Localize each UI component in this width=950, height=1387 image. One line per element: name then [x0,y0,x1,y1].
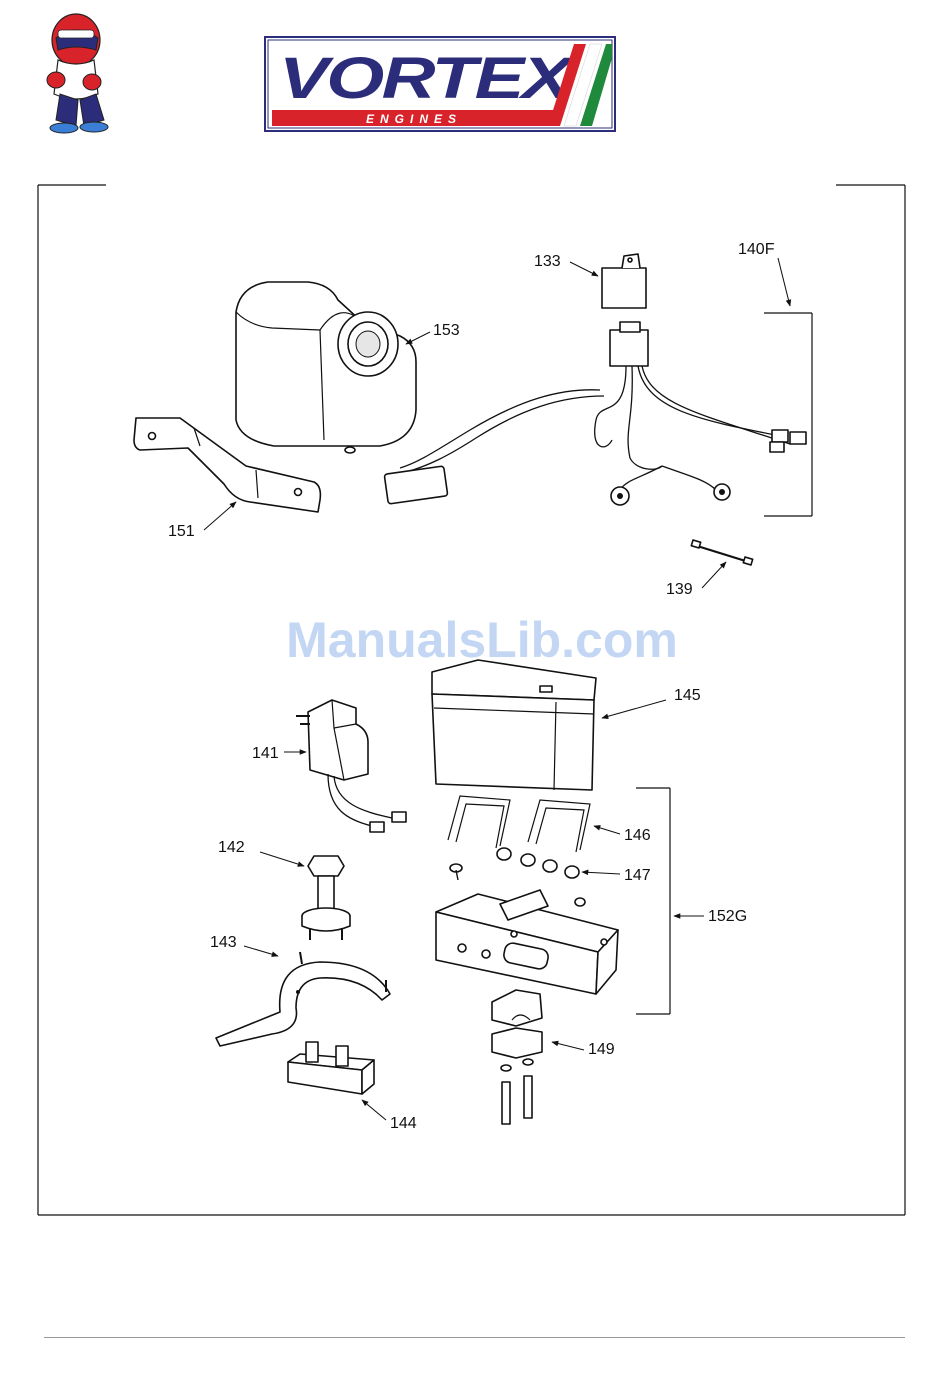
callout-147: 147 [582,867,651,884]
callout-149: 149 [552,1041,615,1058]
part-142-puller-tool [302,856,350,940]
callout-133: 133 [534,253,598,276]
part-141-regulator [296,700,406,832]
callout-144: 144 [362,1100,417,1132]
callout-151: 151 [168,502,236,540]
callout-146: 146 [594,826,651,844]
callout-153: 153 [406,322,460,344]
svg-text:139: 139 [666,581,693,598]
svg-text:144: 144 [390,1115,417,1132]
part-145-battery [432,660,596,790]
svg-text:146: 146 [624,827,651,844]
svg-text:151: 151 [168,523,195,540]
part-149-frame-clamp [492,990,542,1124]
svg-text:140F: 140F [738,241,775,258]
part-152G-battery-tray [436,788,670,1014]
part-153-silencer [236,282,416,453]
part-144-holder-tool [288,1042,374,1094]
svg-text:142: 142 [218,839,245,856]
svg-text:145: 145 [674,687,701,704]
callout-152G: 152G [674,908,747,925]
svg-text:153: 153 [433,322,460,339]
watermark: ManualsLib.com [286,612,678,668]
footer-rule [44,1337,905,1338]
part-140F-wiring-harness [384,313,812,516]
part-139-fuse [691,540,752,565]
callout-141: 141 [252,745,306,762]
svg-text:133: 133 [534,253,561,270]
svg-text:147: 147 [624,867,651,884]
callout-140F: 140F [738,241,790,306]
svg-text:152G: 152G [708,908,747,925]
part-143-spanner [216,952,390,1046]
part-146-battery-clamps [448,796,590,852]
svg-text:149: 149 [588,1041,615,1058]
svg-text:141: 141 [252,745,279,762]
part-133-relay [602,254,646,308]
svg-text:143: 143 [210,934,237,951]
callout-142: 142 [218,839,304,866]
callout-139: 139 [666,562,726,598]
callout-145: 145 [602,687,701,718]
callout-143: 143 [210,934,278,956]
